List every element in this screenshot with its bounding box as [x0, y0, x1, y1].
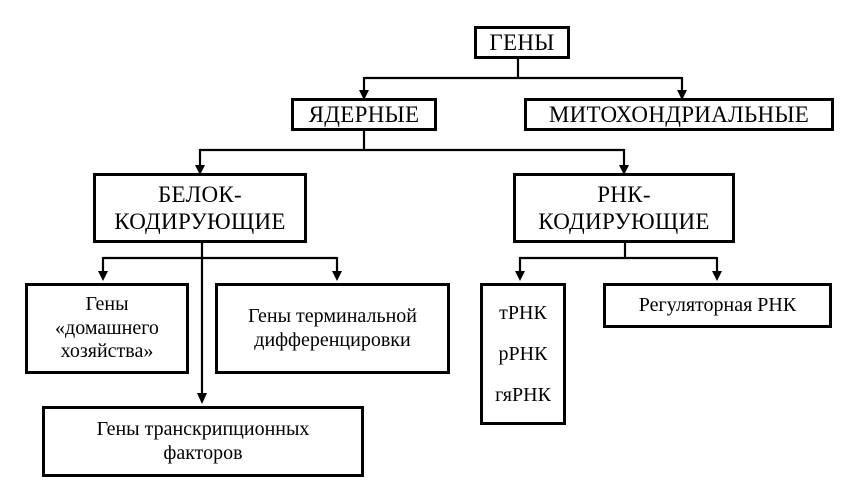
nuclear-genes-label: ЯДЕРНЫЕ — [308, 101, 420, 127]
mitochondrial-genes-box: МИТОХОНДРИАЛЬНЫЕ — [524, 98, 834, 131]
arrowhead-icon — [197, 393, 207, 404]
genes-root-label: ГЕНЫ — [489, 29, 555, 55]
protein-coding-box: БЕЛОК- КОДИРУЮЩИЕ — [93, 173, 307, 243]
arrowhead-icon — [619, 165, 629, 175]
regulatory-rna-label: Регуляторная РНК — [638, 293, 797, 316]
housekeeping-line-1: Гены — [85, 293, 129, 316]
arrowhead-icon — [332, 271, 342, 281]
arrowhead-icon — [98, 271, 108, 281]
transcription-factors-line-1: Гены транскрипционных — [96, 417, 310, 440]
rrna-label: рРНК — [498, 342, 548, 365]
genes-root-box: ГЕНЫ — [474, 26, 570, 59]
rna-coding-line-2: КОДИРУЮЩИЕ — [538, 209, 710, 234]
arrowhead-icon — [712, 271, 722, 281]
terminal-differentiation-line-1: Гены терминальной — [248, 304, 417, 327]
rna-types-box: тРНК рРНК гяРНК — [480, 283, 566, 425]
nuclear-genes-box: ЯДЕРНЫЕ — [291, 98, 437, 131]
rna-coding-box: РНК- КОДИРУЮЩИЕ — [513, 173, 735, 243]
protein-coding-line-2: КОДИРУЮЩИЕ — [114, 209, 286, 234]
arrowhead-icon — [195, 165, 205, 175]
protein-coding-line-1: БЕЛОК- — [158, 181, 242, 207]
arrowhead-icon — [677, 90, 687, 100]
hnrna-label: гяРНК — [495, 383, 551, 406]
transcription-factors-box: Гены транскрипционных факторов — [42, 406, 364, 477]
terminal-differentiation-box: Гены терминальной дифференцировки — [215, 283, 450, 374]
regulatory-rna-box: Регуляторная РНК — [603, 283, 832, 328]
terminal-differentiation-line-2: дифференцировки — [254, 328, 411, 351]
housekeeping-line-3: хозяйства» — [60, 340, 154, 363]
transcription-factors-line-2: факторов — [163, 441, 243, 464]
rna-coding-line-1: РНК- — [597, 181, 651, 207]
arrowhead-icon — [515, 271, 525, 281]
trna-label: тРНК — [499, 301, 547, 324]
arrowhead-icon — [359, 90, 369, 100]
housekeeping-line-2: «домашнего — [55, 316, 159, 339]
housekeeping-genes-box: Гены «домашнего хозяйства» — [25, 283, 189, 374]
mitochondrial-genes-label: МИТОХОНДРИАЛЬНЫЕ — [548, 101, 810, 127]
